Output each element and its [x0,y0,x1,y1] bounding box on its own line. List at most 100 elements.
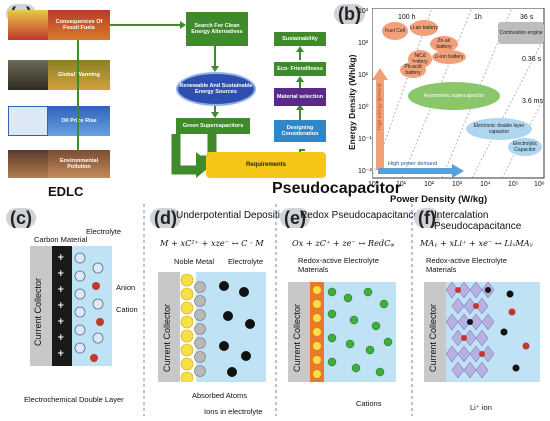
material-selection-label: Material selection [276,94,324,100]
zn-air-label: Zn-air battery [436,38,452,50]
divider-lines [143,204,413,416]
cation-label: Cation [116,305,138,314]
nicd-label: NiCd battery [412,53,428,65]
time-36ms: 3.6 ms [522,98,544,105]
x-tick-4: 10⁴ [480,181,491,188]
y-tick-0: 10³ [358,8,369,15]
pollution-image [8,150,48,178]
renewable-sources-ellipse: Renewable And Sustainable Energy Sources [176,72,256,106]
pb-acid-label: Pb-acid battery [404,64,422,76]
asymmetric-label: Asymmetric supercapacitor [423,93,485,99]
cations-e [313,286,393,378]
green-supercapacitors-label: Green Supercapacitors [182,123,244,129]
x-tick-1: 10¹ [396,181,407,188]
collector-c-label: Current Collector [33,277,43,346]
x-tick-0: 10⁰ [368,181,379,188]
combustion-engine-region: Combustion engine [498,22,544,44]
collector-d-label: Current Collector [162,303,172,372]
fossil-fuels-image [8,10,48,40]
combustion-engine-label: Combustion engine [499,30,543,36]
collector-e [288,282,310,382]
cations-label: Cations [356,399,382,408]
edlc-region-label: Electronic double layer capacitor [473,123,525,135]
time-036s: 0.36 s [522,56,542,63]
panel-d-label: (d) [150,208,181,228]
li-ion-label: Li-ion battery [434,54,464,60]
collector-f [424,282,446,382]
panel-e-label: (e) [280,208,310,228]
svg-text:+: + [57,349,65,359]
edl-caption: Electrochemical Double Layer [24,395,124,404]
collector-c [30,246,52,366]
panel-b-label: (b) [334,4,365,24]
designing-consideration-box: Designing Consideration [274,120,326,142]
pb-acid-region: Pb-acid battery [400,62,426,78]
panel-d-equation: M + xC²⁺ + xze⁻ ↔ C · M [160,238,264,248]
intercalation-lattice [446,282,530,379]
li-air-region: Li-air battery [410,20,438,36]
x-tick-5: 10⁵ [508,181,519,188]
collector-e-label: Current Collector [292,303,302,372]
panel-f-label: (f) [414,208,440,228]
electrolyte-region-f [446,282,540,382]
absorbed-atoms-label: Absorbed Atoms [192,391,248,400]
y-tick-3: 10⁰ [358,104,369,111]
electrolytic-region: Electrolytic Capacitor [508,138,542,156]
search-alternatives-label: Search For Clean Energy Alternatives [191,23,243,35]
carbon-electrode [52,246,72,366]
li-ion-label-f: Li⁺ ion [470,403,492,412]
electrolyte-label-c: Electrolyte [86,227,122,236]
time-100h: 100 h [398,14,416,21]
electrolyte-region-d [196,272,266,382]
xlabel: Power Density (W/kg) [390,194,488,205]
requirements-box: Requirements [206,152,326,178]
panel-f-equation: MAᵧ + xLi⁺ + xe⁻ ↔ LiₓMAᵧ [420,238,533,248]
panel-d-title: Underpotential Deposition [176,210,292,221]
svg-text:+: + [57,253,65,263]
x-tick-2: 10² [424,181,435,188]
zn-air-region: Zn-air battery [430,36,458,52]
pollution-label: Environmental Pollution [59,158,99,170]
edlc-caption: EDLC [48,184,84,199]
electrolyte-label-d: Electrolyte [228,257,264,266]
svg-text:+: + [57,301,65,311]
redox-materials-label-f: Redox-active Electrolyte Materials [426,256,507,274]
energy-demand-label: High energy demand [377,83,383,130]
panel-c-label: (c) [6,208,36,228]
time-36s: 36 s [520,14,534,21]
global-warming-image [8,60,48,90]
panel-f-title: Intercalation Pseudocapacitance [434,210,522,232]
collector-d [158,272,180,382]
requirements-label: Requirements [245,162,286,168]
pseudocapacitor-caption: Pseudocapacitor [272,180,401,197]
pollution-box: Environmental Pollution [48,150,110,178]
svg-text:+: + [57,269,65,279]
redox-materials-label-e: Redox-active Electrolyte Materials [298,256,379,274]
edlc-region: Electronic double layer capacitor [466,118,532,140]
oil-price-image [8,106,48,136]
y-tick-2: 10¹ [358,72,369,79]
fuel-cell-label: Fuel Cell [385,28,405,34]
fossil-fuels-box: Consequences Of Fossil Fuels [48,10,110,40]
eco-friendliness-box: Eco- Friendliness [274,62,326,76]
ylabel: Energy Density (Wh/kg) [347,54,357,150]
panel-e-equation: Ox + zC⁺ + ze⁻ ↔ RedCᵩ [292,238,395,248]
svg-text:+: + [57,317,65,327]
li-air-label: Li-air battery [410,25,438,31]
search-alternatives-box: Search For Clean Energy Alternatives [186,12,248,46]
demand-arrows [372,68,464,178]
material-selection-box: Material selection [274,88,326,106]
upd-atoms [180,273,255,382]
carbon-material-label: Carbon Material [34,235,88,244]
li-ion-region: Li-ion battery [432,50,466,64]
panel-e-title: Redox Pseudocapacitance [300,210,419,221]
edl-ions: +++++++ [57,252,104,362]
collector-f-label: Current Collector [428,303,438,372]
anion-label: Anion [116,283,136,292]
electrolyte-region-e [324,282,396,382]
asymmetric-region: Asymmetric supercapacitor [408,82,500,110]
x-tick-6: 10⁶ [534,181,545,188]
renewable-sources-label: Renewable And Sustainable Energy Sources [179,83,253,95]
sustainability-box: Sustainability [274,32,326,46]
electrolytic-label: Electrolytic Capacitor [512,141,538,153]
